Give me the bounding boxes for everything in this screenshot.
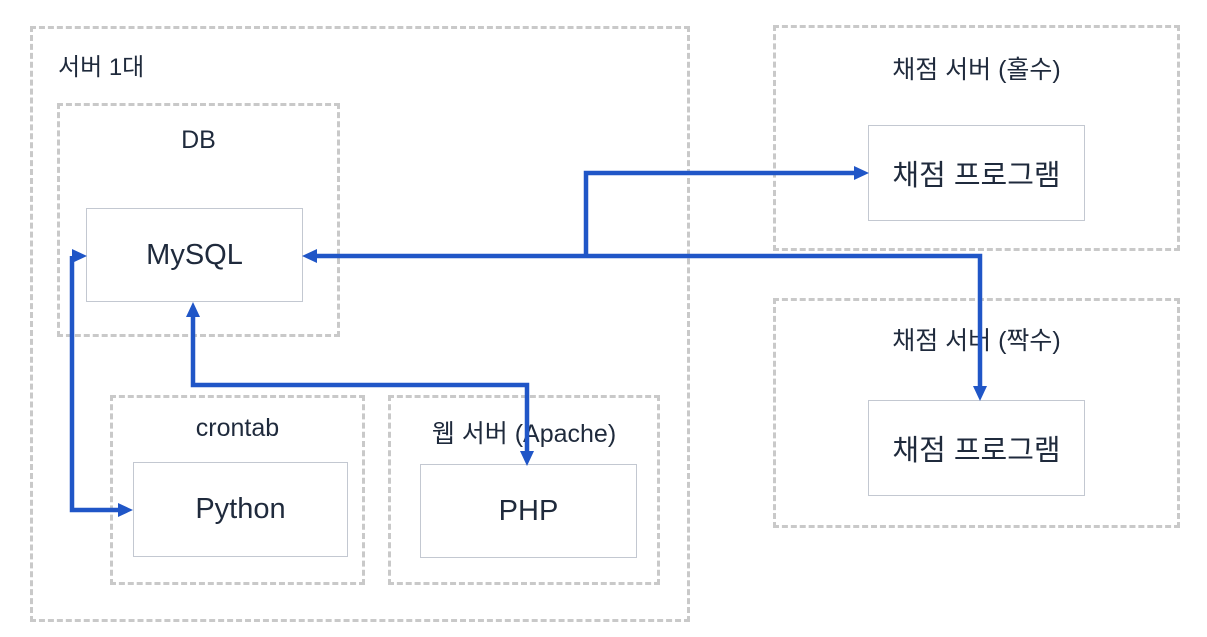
group-crontab-label: crontab <box>195 414 280 442</box>
node-grading-program-odd: 채점 프로그램 <box>868 125 1085 221</box>
group-web-server-apache-label: 웹 서버 (Apache) <box>431 420 617 448</box>
node-python: Python <box>133 462 348 557</box>
group-grading-server-odd-label: 채점 서버 (홀수) <box>892 56 1061 84</box>
group-grading-server-odd: 채점 서버 (홀수) <box>773 25 1180 251</box>
node-mysql: MySQL <box>86 208 303 302</box>
node-grading-program-even: 채점 프로그램 <box>868 400 1085 496</box>
node-php: PHP <box>420 464 637 558</box>
group-db-label: DB <box>181 126 216 154</box>
group-server-1-label: 서버 1대 <box>58 54 145 81</box>
group-grading-server-even-label: 채점 서버 (짝수) <box>892 327 1061 355</box>
